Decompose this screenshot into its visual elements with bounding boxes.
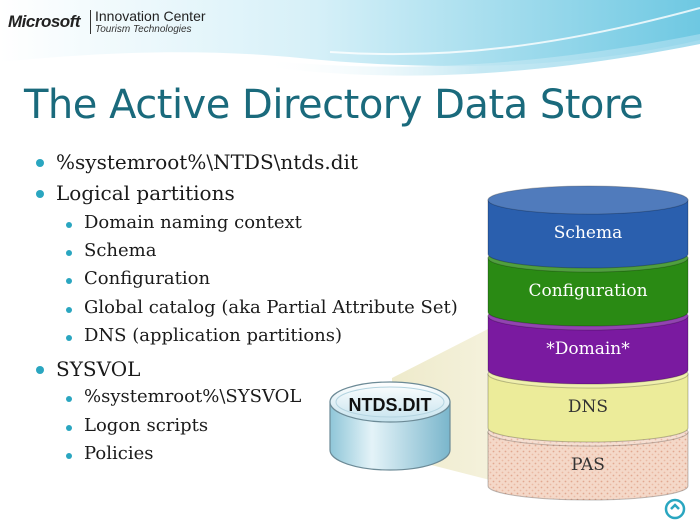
bullet-dot — [66, 453, 72, 459]
partition-schema-label: Schema — [554, 223, 622, 243]
bullet-dot — [66, 396, 72, 402]
bullet-dot — [66, 335, 72, 341]
partition-pas-label: PAS — [571, 455, 605, 475]
sub-bullet-item: DNS (application partitions) — [84, 325, 343, 346]
header-wave-background — [0, 0, 700, 76]
slide-header: Microsoft Innovation Center Tourism Tech… — [0, 0, 700, 80]
bullet-dot — [66, 307, 72, 313]
ntds-database-label: NTDS.DIT — [349, 395, 432, 415]
sub-bullet-item: Global catalog (aka Partial Attribute Se… — [84, 297, 458, 318]
partition-dns-label: DNS — [568, 397, 608, 417]
partition-configuration-label: Configuration — [528, 281, 647, 301]
bullet-dot — [36, 159, 44, 167]
bullet-dot — [36, 366, 44, 374]
partition-schema: Schema — [487, 185, 689, 269]
sub-bullet-item: Schema — [84, 240, 157, 261]
partition-stack: PAS DNS *Domain* Configuration Schema — [487, 185, 689, 501]
bullet-item: %systemroot%\NTDS\ntds.dit — [56, 150, 358, 174]
sub-bullet-item: %systemroot%\SYSVOL — [84, 386, 302, 407]
bullet-dot — [66, 278, 72, 284]
ntds-database-icon — [329, 381, 451, 471]
slide-title: The Active Directory Data Store — [24, 82, 644, 128]
bullet-dot — [66, 425, 72, 431]
watermark-icon — [664, 498, 686, 520]
bullet-dot — [66, 222, 72, 228]
sub-bullet-item: Configuration — [84, 268, 211, 289]
partition-domain-label: *Domain* — [546, 339, 630, 359]
microsoft-logo: Microsoft — [8, 12, 81, 31]
bullet-dot — [36, 190, 44, 198]
sub-bullet-item: Policies — [84, 443, 154, 464]
sub-bullet-item: Logon scripts — [84, 415, 209, 436]
bullet-item: Logical partitions — [56, 181, 235, 205]
innovation-center-subtitle: Tourism Technologies — [95, 24, 192, 35]
logo-divider — [90, 10, 91, 34]
bullet-item: SYSVOL — [56, 357, 141, 381]
bullet-dot — [66, 250, 72, 256]
sub-bullet-item: Domain naming context — [84, 212, 302, 233]
innovation-center-title: Innovation Center — [95, 8, 206, 24]
